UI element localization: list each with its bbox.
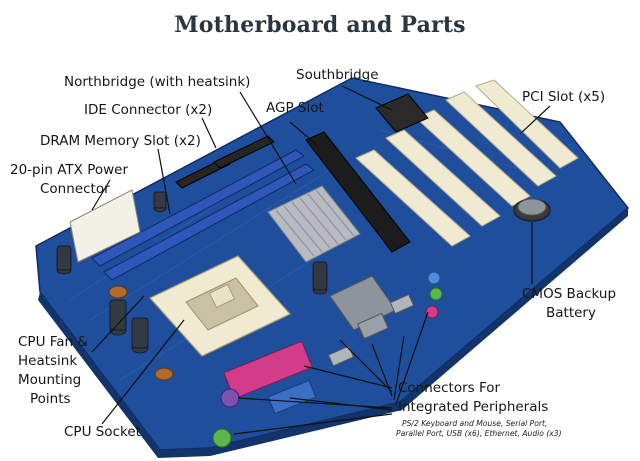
cpu-socket (149, 255, 291, 357)
label-cpu-fan-1: CPU Fan & (18, 334, 88, 350)
label-cmos-2: Battery (546, 305, 596, 321)
label-cpu-fan-2: Heatsink (18, 353, 78, 369)
label-cpu-socket: CPU Socket (64, 424, 141, 440)
northbridge-heatsink (267, 185, 361, 263)
label-connectors-detail-1: PS/2 Keyboard and Mouse, Serial Port, (402, 419, 548, 428)
label-northbridge: Northbridge (with heatsink) (64, 74, 251, 90)
southbridge-chip (375, 93, 429, 133)
cmos-battery (513, 198, 551, 222)
label-pci-slot: PCI Slot (x5) (522, 89, 606, 105)
inductor-coils (108, 285, 174, 381)
agp-slot (305, 131, 411, 253)
label-atx-power-2: Connector (40, 181, 110, 197)
pci-slots (355, 79, 579, 247)
label-cpu-fan-3: Mounting (18, 372, 82, 388)
diagram-title: Motherboard and Parts (174, 12, 466, 38)
dram-slots (91, 149, 315, 281)
atx-power-connector (69, 189, 141, 263)
label-ide-connector: IDE Connector (x2) (84, 102, 213, 118)
label-atx-power-1: 20-pin ATX Power (10, 162, 129, 178)
io-panel (212, 271, 443, 448)
label-connectors-2: Integrated Peripherals (398, 399, 549, 415)
label-southbridge: Southbridge (296, 67, 379, 83)
label-agp-slot: AGP Slot (266, 100, 324, 116)
label-connectors-detail-2: Parallel Port, USB (x6), Ethernet, Audio… (396, 429, 562, 438)
ide-connectors (175, 135, 275, 189)
label-cmos-1: CMOS Backup (522, 286, 617, 302)
label-connectors-1: Connectors For (398, 380, 501, 396)
label-dram-slot: DRAM Memory Slot (x2) (40, 133, 201, 149)
pointer-lines (91, 85, 551, 435)
label-cpu-fan-4: Points (30, 391, 71, 407)
capacitors (56, 191, 328, 354)
